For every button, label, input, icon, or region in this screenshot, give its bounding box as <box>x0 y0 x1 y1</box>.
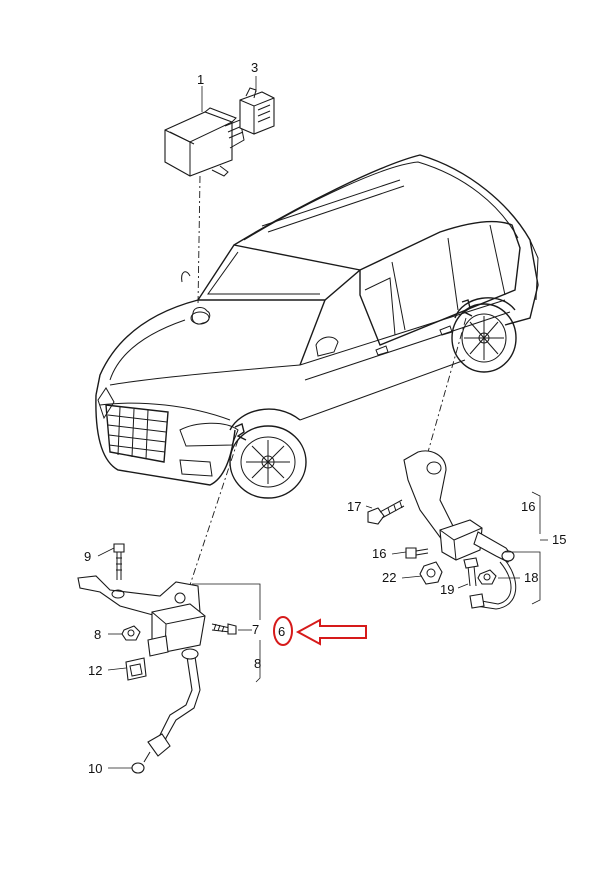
connector-plug <box>239 87 275 135</box>
callout-10: 10 <box>88 761 102 776</box>
callout-labels: 1 3 9 8 12 10 7 6 8 17 16 22 19 18 16 15 <box>84 60 566 776</box>
callout-7: 7 <box>252 622 259 637</box>
callout-17: 17 <box>347 499 361 514</box>
rear-sensor-assembly <box>365 317 548 610</box>
highlight-circle <box>273 616 293 646</box>
callout-16-right: 16 <box>521 499 535 514</box>
control-unit <box>164 107 245 177</box>
callout-9: 9 <box>84 549 91 564</box>
callout-22: 22 <box>382 570 396 585</box>
callout-3: 3 <box>251 60 258 75</box>
callout-15: 15 <box>552 532 566 547</box>
callout-16-left: 16 <box>372 546 386 561</box>
highlight-item-6 <box>273 616 367 646</box>
callout-8-right: 8 <box>254 656 261 671</box>
callout-6: 6 <box>278 624 285 639</box>
vehicle-outline <box>95 154 539 499</box>
callout-1: 1 <box>197 72 204 87</box>
callout-8: 8 <box>94 627 101 642</box>
highlight-arrow <box>295 618 367 646</box>
callout-19: 19 <box>440 582 454 597</box>
callout-18: 18 <box>524 570 538 585</box>
front-sensor-assembly <box>77 439 261 774</box>
callout-12: 12 <box>88 663 102 678</box>
